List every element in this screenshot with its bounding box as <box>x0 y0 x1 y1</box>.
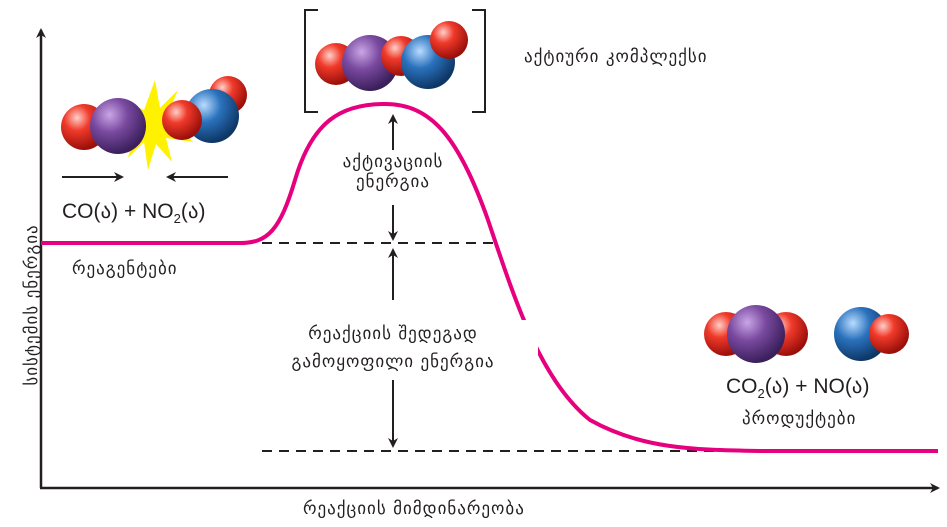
right-bracket <box>472 9 486 113</box>
reactant-molecules <box>61 76 247 170</box>
y-axis-label: სისტემის ენერგია <box>22 224 42 386</box>
carbon-atom <box>727 305 785 363</box>
activated-complex-label: აქტიური კომპლექსი <box>524 47 708 67</box>
products-formula: CO2(ა) + NO(ა) <box>726 375 870 402</box>
activation-energy-label: აქტივაციის ენერგია <box>342 152 444 192</box>
oxygen-atom <box>162 100 202 140</box>
reactants-label: რეაგენტები <box>72 259 178 279</box>
no2-molecule <box>162 76 247 143</box>
left-bracket <box>304 9 318 113</box>
co2-molecule <box>704 305 808 363</box>
activated-complex-molecule <box>315 21 468 91</box>
x-axis-label: რეაქციის მიმდინარეობა <box>303 499 525 519</box>
carbon-atom <box>90 98 146 154</box>
no-molecule <box>834 307 909 361</box>
products-label: პროდუქტები <box>742 409 857 429</box>
energy-curve <box>41 101 938 453</box>
released-energy-label: რეაქციის შედეგად გამოყოფილი ენერგია <box>248 320 538 376</box>
co-molecule <box>61 98 146 154</box>
reactants-formula: CO(ა) + NO2(ა) <box>62 200 206 227</box>
oxygen-atom <box>430 21 468 59</box>
oxygen-atom <box>869 314 909 354</box>
